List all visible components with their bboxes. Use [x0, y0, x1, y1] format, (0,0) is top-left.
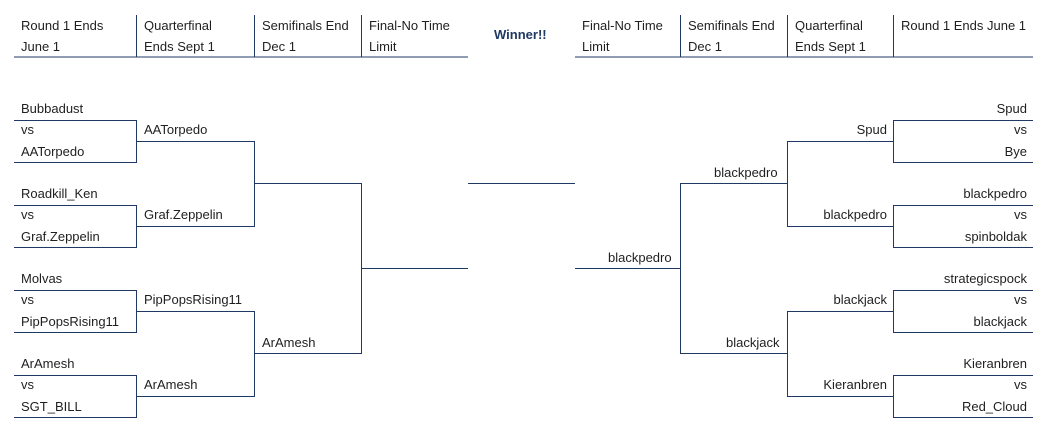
right-qf-3: blackjack — [833, 292, 887, 307]
left-r1-m1-vs: vs — [21, 122, 34, 137]
right-r1-m4-player1: Kieranbren — [963, 356, 1027, 371]
left-r1-m2-player2: Graf.Zeppelin — [21, 229, 100, 244]
right-r1-m3-vs: vs — [1014, 292, 1027, 307]
left-qf-1: AATorpedo — [144, 122, 208, 137]
right-r1-m2-vs: vs — [1014, 207, 1027, 222]
left-r1-m4-player2: SGT_BILL — [21, 399, 82, 414]
header-round1-left: Round 1 Ends June 1 — [21, 18, 104, 54]
left-r1-m3-player2: PipPopsRising11 — [21, 314, 120, 329]
right-r1-m4-vs: vs — [1014, 377, 1027, 392]
header-final-left: Final-No Time Limit — [369, 18, 450, 54]
header-quarterfinal-left: Quarterfinal Ends Sept 1 — [144, 18, 215, 54]
left-sf-2: ArAmesh — [262, 335, 316, 350]
left-r1-m2-player1: Roadkill_Ken — [21, 186, 98, 201]
right-sf-1: blackpedro — [714, 165, 778, 180]
left-r1-m4-vs: vs — [21, 377, 34, 392]
header-round1-right: Round 1 Ends June 1 — [901, 18, 1027, 33]
right-qf-4: Kieranbren — [823, 377, 887, 392]
left-r1-m4-player1: ArAmesh — [21, 356, 75, 371]
right-r1-m2-player1: blackpedro — [963, 186, 1027, 201]
header-quarterfinal-right: Quarterfinal Ends Sept 1 — [795, 18, 866, 54]
right-r1-m1-player1: Spud — [996, 101, 1027, 116]
right-r1-m4-player2: Red_Cloud — [961, 399, 1027, 414]
right-r1-m3-player2: blackjack — [973, 314, 1027, 329]
left-qf-4: ArAmesh — [144, 377, 198, 392]
right-qf-2: blackpedro — [823, 207, 887, 222]
left-r1-m3-player1: Molvas — [21, 271, 63, 286]
right-r1-m1-player2: Bye — [1004, 144, 1027, 159]
right-sf-2: blackjack — [726, 335, 780, 350]
left-r1-m2-vs: vs — [21, 207, 34, 222]
winner-heading: Winner!! — [494, 27, 547, 42]
left-r1-m3-vs: vs — [21, 292, 34, 307]
right-qf-1: Spud — [856, 122, 887, 137]
header-final-right: Final-No Time Limit — [582, 18, 663, 54]
left-r1-m1-player2: AATorpedo — [21, 144, 85, 159]
right-r1-m2-player2: spinboldak — [964, 229, 1027, 244]
right-r1-m1-vs: vs — [1014, 122, 1027, 137]
left-r1-m1-player1: Bubbadust — [21, 101, 84, 116]
left-qf-3: PipPopsRising11 — [144, 292, 243, 307]
right-r1-m3-player1: strategicspock — [943, 271, 1027, 286]
header-semifinal-right: Semifinals End Dec 1 — [688, 18, 775, 54]
right-final: blackpedro — [608, 250, 672, 265]
left-qf-2: Graf.Zeppelin — [144, 207, 223, 222]
header-semifinal-left: Semifinals End Dec 1 — [262, 18, 349, 54]
